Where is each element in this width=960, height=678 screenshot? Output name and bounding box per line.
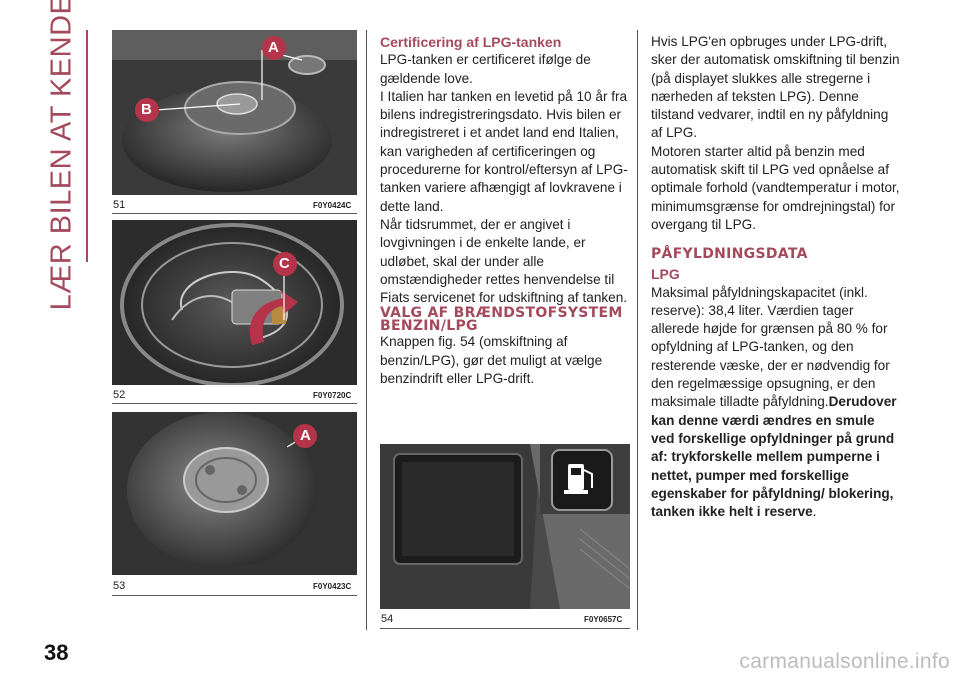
paragraph-certification-intro: LPG-tanken er certificeret ifølge de gæl… — [380, 52, 591, 86]
figure-51-number: 51 — [113, 199, 126, 211]
figure-51-code: F0Y0424C — [313, 201, 352, 210]
figure-51-label-a: A — [268, 39, 279, 56]
figure-52-rule — [112, 403, 357, 404]
column-2-text: Certificering af LPG-tanken LPG-tanken e… — [380, 33, 630, 388]
heading-lpg-certification: Certificering af LPG-tanken — [380, 34, 562, 50]
figure-52-code: F0Y0720C — [313, 391, 352, 400]
heading-refuelling-data: PÅFYLDNINGSDATA — [651, 246, 808, 263]
figure-53-code: F0Y0423C — [313, 582, 352, 591]
paragraph-switch-button: Knappen fig. 54 (omskiftning af benzin/L… — [380, 334, 603, 387]
figure-52-label-c: C — [279, 255, 290, 272]
figure-53-number: 53 — [113, 580, 126, 592]
capacity-warning-text: Derudover kan denne værdi ændres en smul… — [651, 394, 897, 520]
watermark: carmanualsonline.info — [739, 650, 950, 673]
capacity-end: . — [812, 504, 817, 520]
figure-54-code: F0Y0657C — [584, 615, 623, 624]
figure-53-label-a: A — [300, 427, 311, 444]
figure-54-number: 54 — [381, 613, 394, 625]
page-number: 38 — [44, 640, 69, 665]
figure-53-image: A — [112, 412, 357, 575]
paragraph-engine-start: Motoren starter altid på benzin med auto… — [651, 143, 900, 232]
figure-54-image — [380, 444, 630, 609]
paragraph-refuelling-capacity: Maksimal påfyldningskapacitet (inkl. res… — [651, 284, 901, 522]
figure-51-image: A B — [112, 30, 357, 195]
capacity-text: Maksimal påfyldningskapacitet (inkl. res… — [651, 284, 890, 410]
figure-51-label-b: B — [141, 101, 152, 118]
paragraph-certification-italy: I Italien har tanken en levetid på 10 år… — [380, 88, 628, 214]
subheading-lpg: LPG — [651, 266, 680, 283]
paragraph-certification-expiry: Når tidsrummet, der er angivet i lovgivn… — [380, 216, 628, 306]
chapter-rule — [86, 30, 88, 262]
heading-fuel-system-selection: VALG AF BRÆNDSTOFSYSTEM BENZIN/LPG — [380, 305, 623, 335]
figure-52-number: 52 — [113, 389, 126, 401]
figure-53-rule — [112, 595, 357, 596]
column-divider-2 — [637, 30, 638, 630]
figure-52-image: C — [112, 220, 357, 385]
chapter-title-text: LÆR BILEN AT KENDE — [45, 0, 78, 310]
paragraph-lpg-exhausted: Hvis LPG'en opbruges under LPG-drift, sk… — [651, 34, 900, 141]
figure-51-rule — [112, 213, 357, 214]
column-3-text: Hvis LPG'en opbruges under LPG-drift, sk… — [651, 33, 901, 521]
chapter-side-title: LÆR BILEN AT KENDE — [42, 0, 82, 310]
figure-54-rule — [380, 628, 630, 629]
column-divider-1 — [366, 30, 367, 630]
